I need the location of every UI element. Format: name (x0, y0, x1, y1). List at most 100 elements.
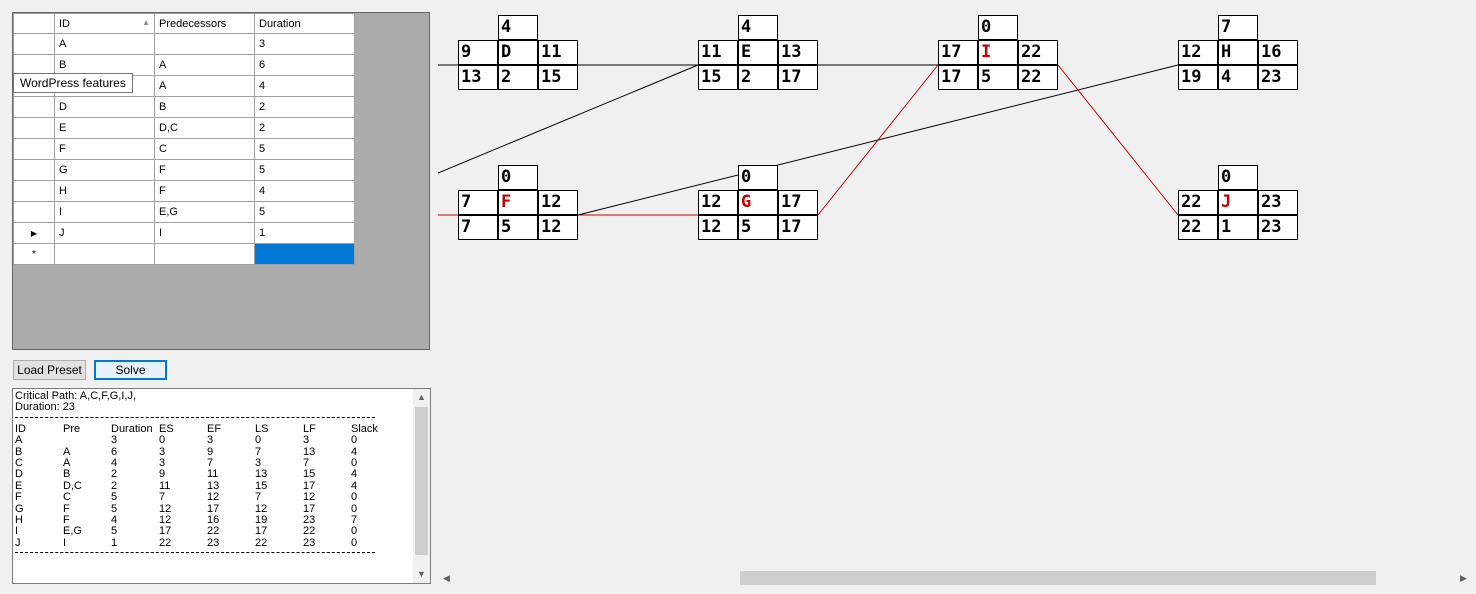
results-cell: 5 (111, 525, 118, 538)
results-cell: 7 (159, 491, 166, 504)
tasks-grid[interactable]: ID▲ Predecessors Duration A3BA6CA4DB2ED,… (13, 13, 355, 265)
scrollbar-thumb[interactable] (415, 407, 428, 555)
row-header[interactable] (13, 201, 55, 223)
results-cell: 17 (303, 502, 316, 515)
results-cell: 12 (255, 502, 268, 515)
results-cell: 13 (207, 479, 220, 492)
column-header-duration[interactable]: Duration (254, 13, 355, 34)
cell-predecessors[interactable] (154, 33, 255, 55)
row-header[interactable] (13, 138, 55, 160)
cell-id[interactable]: H (54, 180, 155, 202)
row-header[interactable]: ▶ (13, 222, 55, 244)
cell-predecessors[interactable]: F (154, 180, 255, 202)
scroll-left-icon[interactable]: ◀ (443, 573, 450, 583)
new-row[interactable]: * (13, 243, 355, 265)
row-header[interactable] (13, 54, 55, 76)
cell-duration[interactable]: 4 (254, 180, 355, 202)
canvas-horizontal-scrollbar[interactable]: ◀ ▶ (438, 570, 1476, 587)
results-cell: I (15, 525, 19, 538)
results-cell: B (15, 445, 23, 458)
results-cell: F (63, 513, 70, 526)
results-cell: 12 (303, 491, 316, 504)
row-header[interactable] (13, 96, 55, 118)
cell-duration[interactable]: 2 (254, 96, 355, 118)
cell-duration[interactable]: 2 (254, 117, 355, 139)
cell-duration[interactable]: 3 (254, 33, 355, 55)
results-cell: 0 (351, 502, 358, 515)
results-cell: 15 (255, 479, 268, 492)
cell-predecessors[interactable]: E,G (154, 201, 255, 223)
row-header[interactable]: * (13, 243, 55, 265)
results-cell: I (63, 536, 67, 549)
results-vertical-scrollbar[interactable]: ▲ ▼ (413, 389, 430, 583)
results-cell: E,G (63, 525, 82, 538)
cell-predecessors[interactable]: I (154, 222, 255, 244)
scroll-down-icon[interactable]: ▼ (417, 569, 426, 579)
node-late-start: 13 (458, 65, 498, 90)
new-row-icon: * (32, 249, 36, 260)
row-header[interactable] (13, 180, 55, 202)
cell-predecessors[interactable]: B (154, 96, 255, 118)
cell-predecessors[interactable]: D,C (154, 117, 255, 139)
row-header[interactable] (13, 33, 55, 55)
cell-predecessors[interactable]: C (154, 138, 255, 160)
cell-predecessors[interactable]: F (154, 159, 255, 181)
grid-corner-header[interactable] (13, 13, 55, 34)
results-textbox[interactable]: Critical Path: A,C,F,G,I,J, Duration: 23… (12, 388, 431, 584)
results-cell: ES (159, 422, 174, 435)
cell-duration[interactable]: 6 (254, 54, 355, 76)
cell-duration[interactable]: 4 (254, 75, 355, 97)
node-early-finish: 22 (1018, 40, 1058, 65)
results-cell: 13 (255, 468, 268, 481)
results-cell: LS (255, 422, 269, 435)
node-early-start: 17 (938, 40, 978, 65)
results-cell: A (63, 456, 71, 469)
new-cell-predecessors[interactable] (154, 243, 255, 265)
results-cell: EF (207, 422, 222, 435)
column-header-predecessors[interactable]: Predecessors (154, 13, 255, 34)
row-header[interactable] (13, 117, 55, 139)
cell-predecessors[interactable]: A (154, 54, 255, 76)
row-header[interactable] (13, 159, 55, 181)
load-preset-button[interactable]: Load Preset (13, 360, 86, 380)
cell-duration[interactable]: 5 (254, 138, 355, 160)
cell-id[interactable]: D (54, 96, 155, 118)
scroll-right-icon[interactable]: ▶ (1460, 573, 1467, 583)
results-cell: 6 (111, 445, 118, 458)
cell-id[interactable]: G (54, 159, 155, 181)
scrollbar-thumb[interactable] (740, 571, 1376, 585)
cell-predecessors[interactable]: A (154, 75, 255, 97)
cell-id[interactable]: E (54, 117, 155, 139)
cell-id[interactable]: J (54, 222, 155, 244)
cell-id[interactable]: A (54, 33, 155, 55)
scroll-up-icon[interactable]: ▲ (417, 392, 426, 402)
results-cell: H (15, 513, 23, 526)
results-cell: 3 (207, 434, 214, 447)
node-duration: 5 (978, 65, 1018, 90)
cell-id[interactable]: F (54, 138, 155, 160)
column-header-id[interactable]: ID▲ (54, 13, 155, 34)
new-cell-id[interactable] (54, 243, 155, 265)
cell-duration[interactable]: 5 (254, 201, 355, 223)
solve-button[interactable]: Solve (94, 360, 167, 380)
tooltip: WordPress features (13, 73, 133, 93)
new-cell-duration[interactable] (254, 243, 355, 265)
tasks-grid-panel[interactable]: ID▲ Predecessors Duration A3BA6CA4DB2ED,… (12, 12, 430, 350)
cell-id[interactable]: I (54, 201, 155, 223)
cell-duration[interactable]: 5 (254, 159, 355, 181)
cell-duration[interactable]: 1 (254, 222, 355, 244)
node-slack: 0 (498, 165, 538, 190)
